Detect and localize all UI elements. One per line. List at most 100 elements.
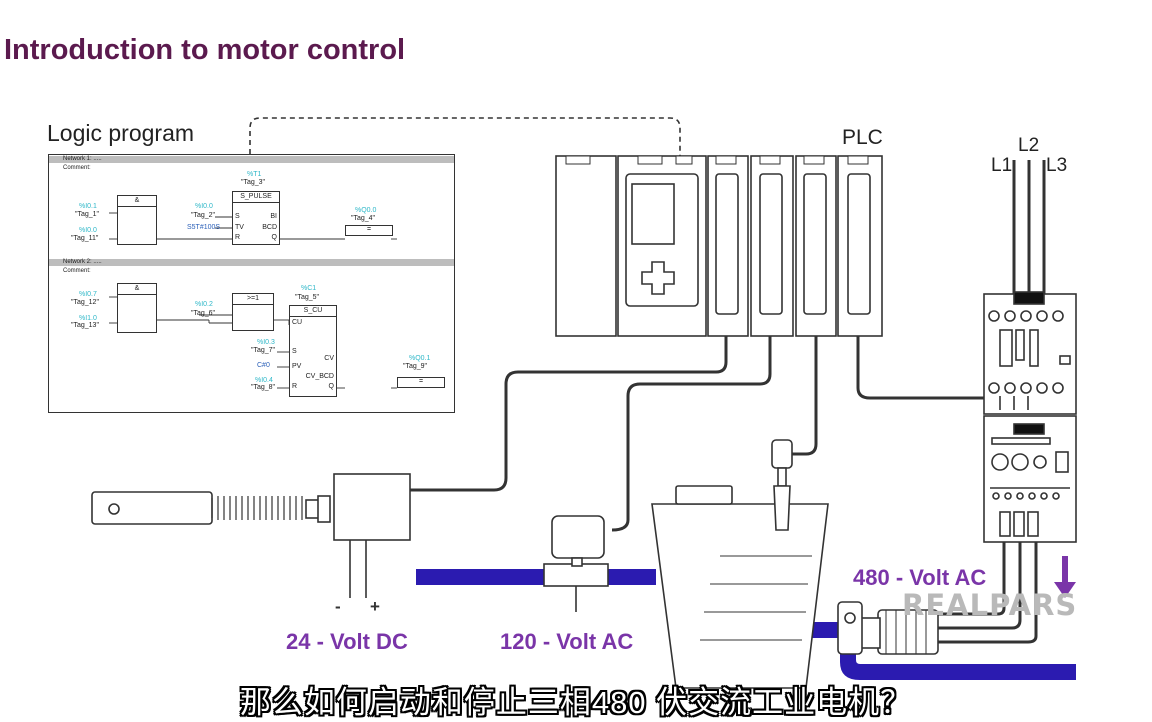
network-2-bar — [49, 259, 454, 266]
pipe-right-lower — [840, 640, 1076, 680]
plc-label: PLC — [842, 126, 883, 149]
n1-timer-block: S_PULSE S TV R BI BCD Q — [232, 191, 280, 245]
page-title: Introduction to motor control — [4, 34, 406, 66]
n1-out-address: %Q0.0 — [355, 207, 377, 214]
voltage-480vac: 480 - Volt AC — [853, 565, 987, 590]
n2-counter-address: %C1 — [301, 285, 317, 292]
n1-in2-tag: "Tag_11" — [71, 235, 99, 242]
n2-in2-tag: "Tag_13" — [71, 322, 99, 329]
logic-program-panel: Network 1: ..... Comment: %I0.1 "Tag_1" … — [48, 154, 455, 413]
n2-out-tag: "Tag_9" — [403, 363, 428, 370]
solenoid-valve — [543, 515, 609, 612]
n2-pin-q: Q — [328, 383, 334, 390]
plc-power-module — [555, 155, 617, 337]
n2-in1-tag: "Tag_12" — [71, 299, 99, 306]
overload-relay — [983, 415, 1077, 543]
phase-l1-label: L1 — [991, 155, 1013, 176]
n1-timer-tag: "Tag_3" — [241, 179, 266, 186]
plc-slot-2 — [759, 173, 783, 315]
n2-pin-r: R — [292, 383, 298, 390]
n1-in2-address: %I0.0 — [79, 227, 97, 234]
plc-rack — [555, 155, 883, 337]
network-1-header: Network 1: ..... — [63, 156, 102, 162]
plc-wires — [410, 336, 984, 532]
plc-tag-2 — [637, 155, 663, 165]
polarity-minus: - — [335, 597, 341, 616]
n2-and-block: & — [117, 283, 157, 333]
n2-out-coil: = — [397, 377, 445, 388]
n2-pin-s: S — [292, 348, 297, 355]
n1-in1-tag: "Tag_1" — [75, 211, 100, 218]
n2-s-tag: "Tag_7" — [251, 347, 276, 354]
wire-to-contactor — [856, 336, 984, 400]
n2-or-address: %I0.2 — [195, 301, 213, 308]
n1-pin-bcd: BCD — [262, 224, 277, 231]
voltage-24vdc: 24 - Volt DC — [286, 629, 408, 654]
video-subtitle: 那么如何启动和停止三相480 伏交流工业电机？ — [239, 685, 913, 720]
n2-in1-address: %I0.7 — [79, 291, 97, 298]
pipe-left — [416, 569, 656, 585]
plc-tag-6 — [803, 155, 825, 165]
wire-to-level-sensor — [792, 336, 818, 456]
phase-lines — [1012, 160, 1046, 296]
n2-pin-cu: CU — [292, 319, 303, 326]
n1-and-block: & — [117, 195, 157, 245]
n1-timer-tv: S5T#100S — [187, 224, 221, 231]
network-1-bar — [49, 156, 454, 163]
n2-or-tag: "Tag_6" — [191, 310, 216, 317]
plc-cpu-display — [631, 183, 675, 245]
n2-r-tag: "Tag_8" — [251, 384, 276, 391]
plc-tag-4 — [715, 155, 737, 165]
proximity-sensor — [91, 473, 411, 598]
n2-pin-pv: PV — [292, 363, 302, 370]
n1-pin-r: R — [235, 234, 241, 241]
n1-pin-tv: TV — [235, 224, 244, 231]
n1-pin-s: S — [235, 213, 240, 220]
plc-tag-5 — [759, 155, 781, 165]
n1-out-tag: "Tag_4" — [351, 215, 376, 222]
plc-tag-1 — [565, 155, 591, 165]
n2-in2-address: %I1.0 — [79, 315, 97, 322]
n1-timer-address: %T1 — [247, 171, 262, 178]
n1-pin-bi: BI — [270, 213, 277, 220]
wire-to-proximity-sensor — [410, 336, 728, 492]
n2-pv-value: C#0 — [257, 362, 270, 369]
motor-supply-lines — [930, 542, 1038, 644]
n2-out-address: %Q0.1 — [409, 355, 431, 362]
n1-timer-s-address: %I0.0 — [195, 203, 213, 210]
n1-timer-s-tag: "Tag_2" — [191, 212, 216, 219]
plc-slot-4 — [847, 173, 871, 315]
n2-counter-name: S_CU — [290, 306, 336, 317]
n1-in1-address: %I0.1 — [79, 203, 97, 210]
tank — [651, 485, 829, 689]
network-1-comment: Comment: — [63, 165, 91, 171]
n1-and-label: & — [118, 196, 156, 207]
n1-out-coil: = — [345, 225, 393, 236]
n1-pin-q: Q — [271, 234, 277, 241]
n2-pin-cv: CV — [324, 355, 334, 362]
level-sensor — [771, 439, 793, 531]
n2-counter-block: S_CU CU S PV R CV CV_BCD Q — [289, 305, 337, 397]
network-2-header: Network 2: ..... — [63, 259, 102, 265]
plc-tag-3 — [675, 155, 693, 165]
phase-l2-label: L2 — [1018, 135, 1040, 156]
n2-and-label: & — [118, 284, 156, 295]
plc-tag-7 — [847, 155, 869, 165]
n1-timer-name: S_PULSE — [233, 192, 279, 203]
phase-l3-label: L3 — [1046, 155, 1068, 176]
n2-counter-tag: "Tag_5" — [295, 294, 320, 301]
plc-cpu-keypad — [641, 261, 675, 295]
network-2-comment: Comment: — [63, 268, 91, 274]
contactor — [983, 291, 1077, 415]
realpars-watermark: REALPARS — [902, 588, 1078, 622]
plc-slot-3 — [803, 173, 827, 315]
down-arrow — [1054, 556, 1076, 598]
n2-or-label: >=1 — [233, 294, 273, 305]
n2-r-address: %I0.4 — [255, 377, 273, 384]
n2-pin-cvbcd: CV_BCD — [305, 373, 334, 380]
motor — [837, 601, 939, 655]
n2-s-address: %I0.3 — [257, 339, 275, 346]
n2-or-block: >=1 — [232, 293, 274, 331]
network-link — [249, 117, 681, 156]
